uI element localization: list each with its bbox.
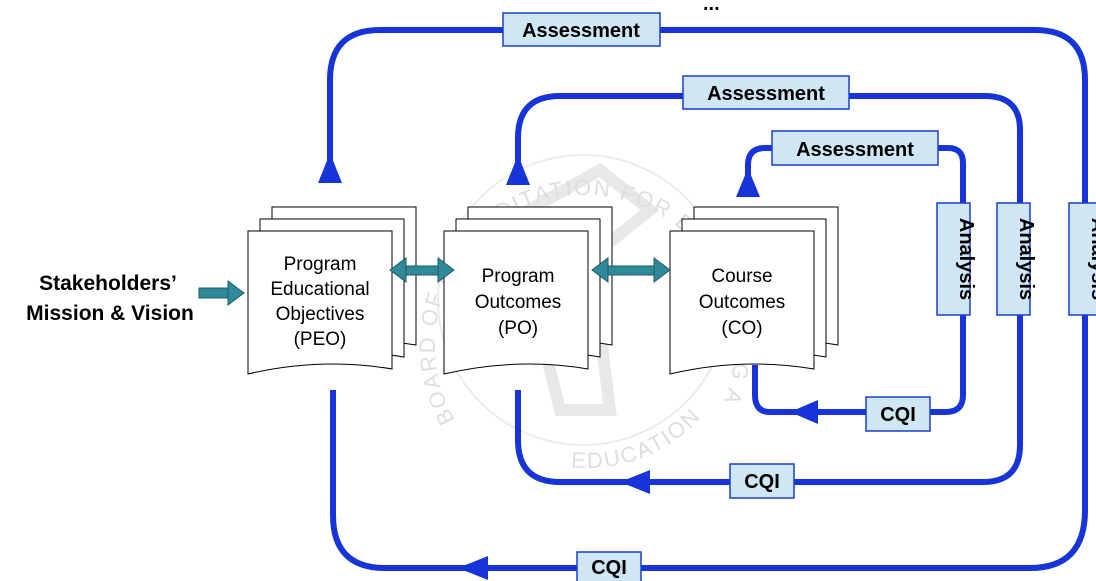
svg-text:CQI: CQI: [744, 471, 780, 493]
co-line1: Course: [711, 266, 772, 287]
stakeholders-line2: Mission & Vision: [26, 302, 194, 325]
svg-text:Analysis: Analysis: [1015, 218, 1037, 300]
po-co-double-arrow: [591, 257, 671, 283]
middle-assessment-label: Assessment: [682, 75, 850, 110]
inner-cqi-label: CQI: [865, 396, 931, 432]
inner-loop-left-arrow: [790, 400, 818, 424]
middle-loop-line: [515, 93, 1023, 485]
svg-text:CQI: CQI: [591, 557, 627, 579]
svg-text:Assessment: Assessment: [707, 83, 825, 105]
inner-assessment-label: Assessment: [771, 130, 939, 166]
po-line1: Program: [482, 266, 555, 287]
peo-po-double-arrow: [389, 257, 455, 283]
title-fragment: ...: [703, 0, 720, 15]
stakeholders-line1: Stakeholders’: [39, 272, 177, 295]
inner-analysis-label: Analysis: [936, 202, 977, 316]
middle-loop-left-arrow: [620, 470, 650, 494]
po-line3: (PO): [498, 318, 538, 339]
middle-cqi-label: CQI: [729, 463, 795, 499]
po-line2: Outcomes: [475, 292, 562, 313]
peo-line1: Program: [284, 254, 357, 275]
stakeholders-arrow: [198, 280, 245, 306]
peo-line4: (PEO): [294, 329, 347, 350]
outer-cqi-label: CQI: [576, 551, 642, 581]
svg-text:CQI: CQI: [880, 404, 916, 426]
outer-analysis-label: Analysis: [1068, 202, 1096, 316]
svg-text:Assessment: Assessment: [522, 20, 640, 42]
outer-loop-line: [327, 27, 1088, 571]
middle-loop-up-arrow: [506, 155, 530, 185]
co-line3: (CO): [721, 318, 762, 339]
peo-document-stack: Program Educational Objectives (PEO): [247, 206, 417, 375]
outer-loop-left-arrow: [458, 556, 488, 580]
svg-text:Analysis: Analysis: [1087, 218, 1096, 300]
co-line2: Outcomes: [699, 292, 786, 313]
peo-line2: Educational: [270, 279, 369, 300]
svg-text:Analysis: Analysis: [955, 218, 977, 300]
inner-loop-up-arrow: [736, 168, 760, 197]
po-document-stack: Program Outcomes (PO): [443, 206, 613, 375]
outer-assessment-label: Assessment: [502, 12, 661, 47]
peo-line3: Objectives: [276, 304, 365, 325]
middle-analysis-label: Analysis: [996, 202, 1037, 316]
svg-text:Assessment: Assessment: [796, 139, 914, 161]
outer-loop-up-arrow: [318, 153, 342, 183]
co-document-stack: Course Outcomes (CO): [669, 206, 839, 375]
